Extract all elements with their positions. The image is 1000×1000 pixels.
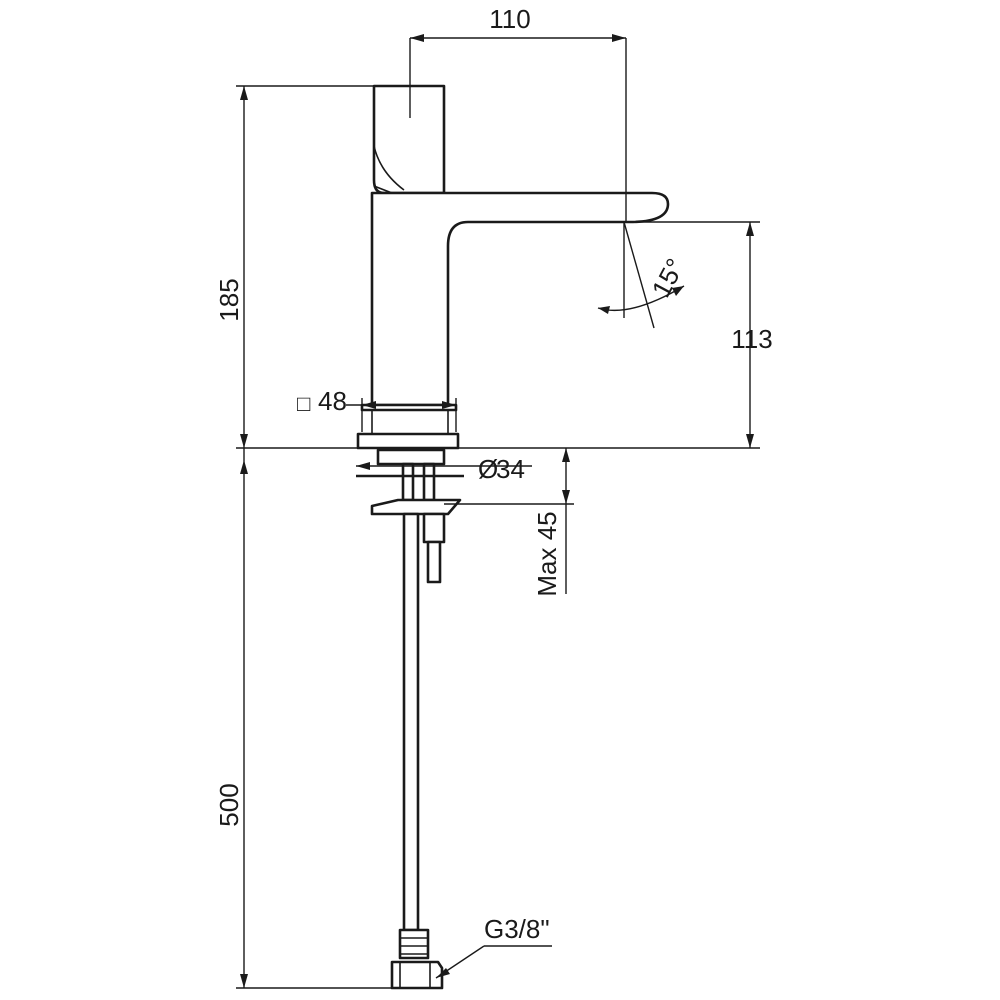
hose-connector [422,512,446,544]
spout-angle-label: 15° [646,253,691,302]
dimension-spout-height: 113 [630,221,773,448]
diameter-symbol: Ø [478,454,498,484]
flexible-hose [390,512,444,990]
dimension-max-deck: Max 45 [444,448,574,597]
spout-reach-label: 110 [489,4,530,34]
lever-handle-bevel [373,145,405,191]
dimension-spout-reach: 110 [409,4,627,222]
dimension-hose-length: 500 [214,448,392,989]
dimension-spout-angle: 15° [597,221,691,329]
hose-length-label: 500 [214,783,244,826]
threaded-rod-right [422,462,436,502]
total-height-label: 185 [214,278,244,321]
base-square-symbol: □ [297,391,310,416]
dimension-total-height: 185 [214,85,374,448]
lever-handle [372,84,446,195]
faucet-body [356,84,670,450]
dimension-shank-diameter: Ø 34 [356,454,532,484]
dimension-thread: G3/8" [435,914,552,979]
max-deck-label: Max 45 [532,511,562,596]
wing-nut [370,498,462,516]
dimension-base-square: □ 48 [297,386,457,432]
base-square-label: 48 [318,386,347,416]
shank-diameter-label: 34 [496,454,525,484]
thread-label: G3/8" [484,914,550,944]
shank-nut [376,448,446,466]
threaded-rod-left [401,462,415,502]
hose-connector-tip [426,540,442,584]
hose-tube [402,512,420,932]
base-collar [360,403,458,412]
mounting-hardware [356,448,464,584]
column-and-spout [370,191,670,407]
base-plate [356,432,460,450]
spout-height-label: 113 [731,324,772,354]
